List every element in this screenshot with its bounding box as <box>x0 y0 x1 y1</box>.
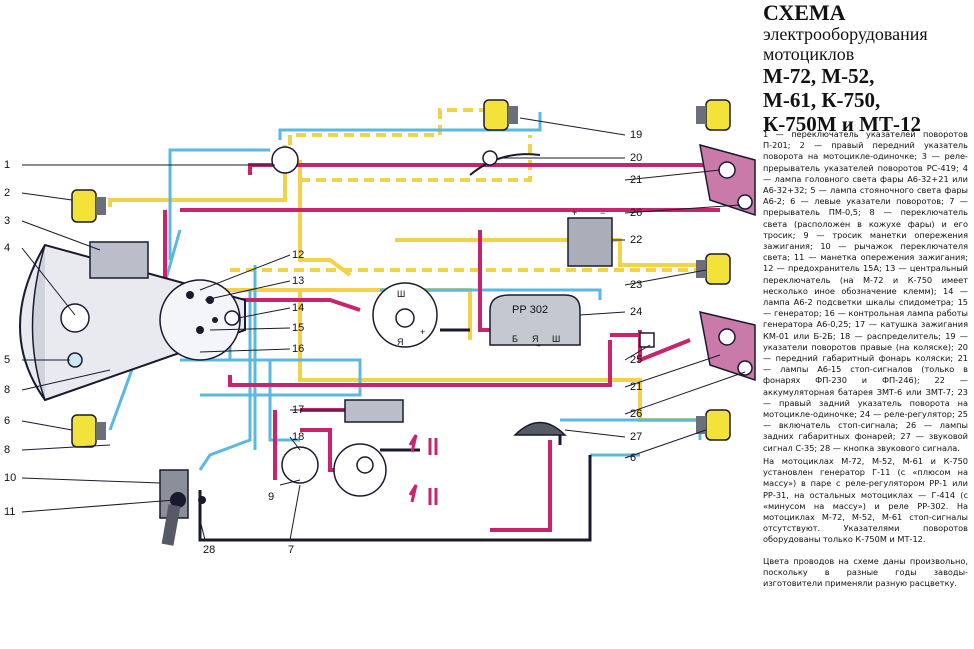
wires-magenta <box>163 163 722 532</box>
callout-27: 27 <box>630 431 642 443</box>
callout-6-right: 6 <box>630 452 636 464</box>
callout-28: 28 <box>203 544 215 556</box>
title-line-5: М-61, К-750, <box>763 88 881 112</box>
central-switch <box>159 279 241 361</box>
callout-14: 14 <box>292 302 304 314</box>
headlight <box>19 243 246 402</box>
headlight-lamp-icon <box>60 303 90 333</box>
callout-2: 2 <box>4 187 10 199</box>
handlebar-controls <box>159 469 206 546</box>
spark-plugs <box>408 434 438 505</box>
callout-21-top: 21 <box>630 174 642 186</box>
callout-6-left: 6 <box>4 415 10 427</box>
callout-18: 18 <box>292 431 304 443</box>
callout-26-bottom: 26 <box>630 408 642 420</box>
callout-16: 16 <box>292 343 304 355</box>
color-note: Цвета проводов на схеме даны произвольно… <box>763 555 968 588</box>
svg-text:+: + <box>572 208 577 218</box>
legend-text: 1 — переключатель указателей поворотов П… <box>763 129 968 453</box>
callout-8-left: 8 <box>4 384 10 396</box>
callout-25: 25 <box>630 354 642 366</box>
turn-switch-icon <box>271 146 299 174</box>
callout-numbers: 1 2 3 4 5 8 6 8 10 11 12 13 14 15 16 17 … <box>4 129 642 556</box>
svg-text:Я: Я <box>397 337 404 347</box>
title-line-6: К-750М и МТ-12 <box>763 112 921 136</box>
voltage-regulator: РР 302 Б Я Ш <box>489 294 581 346</box>
svg-text:−: − <box>600 208 605 218</box>
callout-leaders <box>21 117 746 541</box>
callout-1: 1 <box>4 159 10 171</box>
legend: 1 — переключатель указателей поворотов П… <box>763 129 968 591</box>
turn-signal-lamps <box>71 99 731 448</box>
speedometer-lamp-icon <box>224 310 240 326</box>
callout-8-lower: 8 <box>4 444 10 456</box>
callout-4: 4 <box>4 242 10 254</box>
svg-text:+: + <box>420 327 425 337</box>
generator: Ш Я + <box>372 282 438 348</box>
callout-26-top: 26 <box>630 207 642 219</box>
horn <box>513 421 567 436</box>
callout-24: 24 <box>630 306 642 318</box>
brake-switch <box>639 332 655 348</box>
callout-22: 22 <box>630 234 642 246</box>
svg-text:Я: Я <box>532 334 539 344</box>
callout-3: 3 <box>4 215 10 227</box>
title-line-1: СХЕМА <box>763 0 846 25</box>
callout-23: 23 <box>630 279 642 291</box>
distributor <box>281 443 387 497</box>
callout-12: 12 <box>292 249 304 261</box>
callout-21-bottom: 21 <box>630 381 642 393</box>
diagram-title: СХЕМА электрооборудования мотоциклов М-7… <box>763 0 969 137</box>
title-line-4: М-72, М-52, <box>763 64 875 88</box>
wiring-diagram: + − РР 302 Б Я Ш Ш Я + <box>4 99 756 556</box>
callout-15: 15 <box>292 322 304 334</box>
callout-10: 10 <box>4 472 16 484</box>
callout-17: 17 <box>292 404 304 416</box>
tail-lamps <box>699 143 756 382</box>
title-line-2: электрооборудования <box>763 24 928 44</box>
parking-lamp-icon <box>67 352 83 368</box>
title-line-3: мотоциклов <box>763 44 855 64</box>
callout-11: 11 <box>4 506 15 518</box>
battery: + − <box>567 208 613 267</box>
svg-text:РР 302: РР 302 <box>512 304 548 316</box>
svg-text:Ш: Ш <box>397 289 405 299</box>
callout-20: 20 <box>630 152 642 164</box>
flasher-relay-icon <box>89 241 149 279</box>
generator-note: На мотоциклах М-72, М-52, М-61 и К-750 у… <box>763 455 968 545</box>
callout-5: 5 <box>4 354 10 366</box>
callout-13: 13 <box>292 275 304 287</box>
callout-19: 19 <box>630 129 642 141</box>
callout-7: 7 <box>288 544 294 556</box>
wires-yellow-dashed <box>230 108 700 272</box>
svg-text:Ш: Ш <box>552 334 560 344</box>
svg-text:Б: Б <box>512 334 518 344</box>
callout-9: 9 <box>268 491 274 503</box>
ignition-coil <box>344 399 404 423</box>
